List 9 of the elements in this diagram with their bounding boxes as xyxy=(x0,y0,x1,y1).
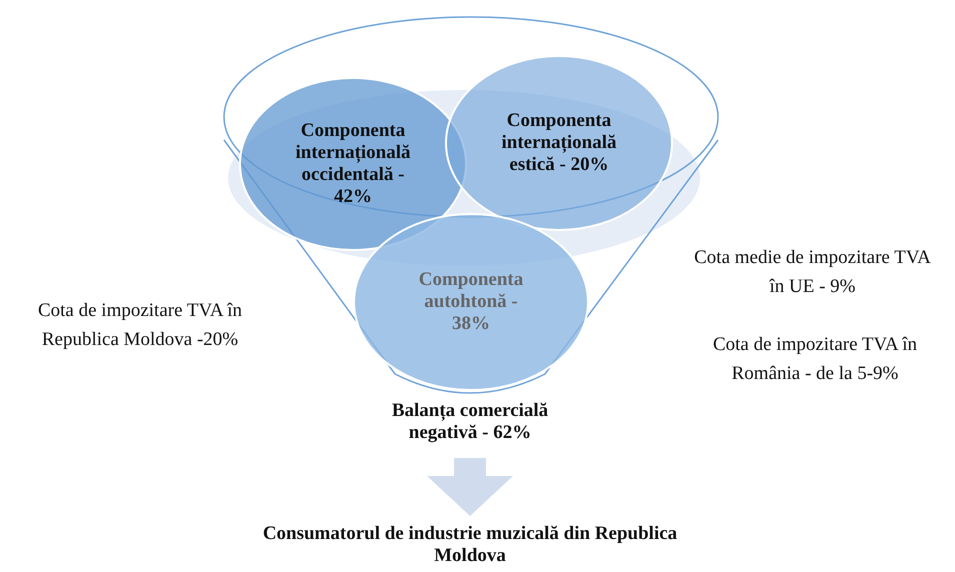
note-text: Cota medie de impozitare TVA în UE - 9% xyxy=(693,246,932,299)
component-label: Componenta internațională occidentală - 42% xyxy=(294,120,412,208)
caption-text: Consumatorul de industrie muzicală din Republica Moldova xyxy=(262,523,678,567)
component-label: Componenta internațională estică - 20% xyxy=(500,110,618,176)
note-text: Cota de impozitare TVA în Republica Moldova -20% xyxy=(36,299,244,352)
component-label: Componenta autohtonă - 38% xyxy=(418,269,524,335)
caption-text: Balanța comercială negativă - 62% xyxy=(390,400,550,444)
block-arrow xyxy=(427,458,513,516)
note-text: Cota de impozitare TVA în România - de la 5-9% xyxy=(712,333,918,386)
